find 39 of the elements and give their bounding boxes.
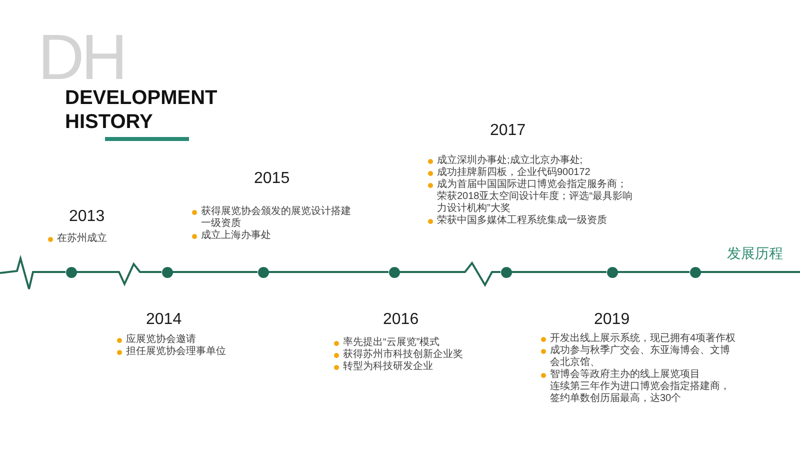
timeline-dot: [500, 266, 512, 278]
timeline-line: [700, 271, 800, 273]
year-label: 2019: [594, 311, 630, 329]
timeline-dot: [66, 266, 76, 278]
timeline-dot: [690, 266, 700, 278]
milestone-text: 智博会等政府主办的线上展览项目: [550, 369, 700, 380]
milestone-text: 担任展览协会理事单位: [126, 346, 226, 358]
diagram-title: DEVELOPMENT HISTORY: [65, 86, 218, 134]
timeline-line: [76, 262, 162, 286]
timeline-line: [512, 271, 606, 273]
timeline-dot: [388, 266, 400, 278]
timeline-line: [618, 271, 690, 273]
timeline-dot: [258, 266, 268, 278]
milestone-text: 率先提出“云展览”模式: [343, 337, 440, 348]
year-label: 2017: [490, 122, 526, 140]
timeline-line: [400, 261, 500, 288]
milestone-text: 荣获中国多媒体工程系统集成一级资质: [437, 215, 607, 227]
milestone-text: 成功参与秋季广交会、东亚海博会、文博会北京馆、: [550, 345, 731, 368]
milestone-text: 成功挂牌新四板，企业代码900172: [437, 167, 590, 178]
year-label: 2014: [146, 311, 182, 329]
year-label: 2013: [69, 208, 105, 226]
milestone-text: 获得苏州市科技创新企业奖: [343, 349, 463, 360]
milestone-text: 应展览协会邀请: [126, 334, 196, 346]
timeline-line: [268, 271, 388, 273]
timeline-line: [0, 254, 66, 290]
milestone-text: 获得展览协会颁发的展览设计搭建一级资质: [201, 206, 352, 230]
section-heading: 发展历程: [727, 245, 783, 261]
milestone-text: 连续第三年作为进口博览会指定搭建商，签约单数创历届最高，达30个: [550, 381, 731, 405]
milestone-text: 开发出线上展示系统，现已拥有4项著作权: [550, 333, 736, 344]
timeline-dot: [162, 266, 172, 278]
milestone-text: 成为首届中国国际进口博览会指定服务商；荣获2018亚太空间设计年度；评选“最具影响力设计机构”大奖: [437, 179, 633, 214]
timeline-line: [172, 271, 258, 273]
milestone-text: 成立深圳办事处;成立北京办事处;: [437, 155, 583, 166]
milestone-text: 转型为科技研发企业: [343, 361, 433, 373]
milestone-text: 成立上海办事处: [201, 230, 271, 242]
timeline-dot: [606, 266, 618, 278]
milestone-text: 在苏州成立: [57, 233, 107, 245]
year-label: 2016: [383, 311, 419, 329]
year-label: 2015: [254, 170, 290, 188]
